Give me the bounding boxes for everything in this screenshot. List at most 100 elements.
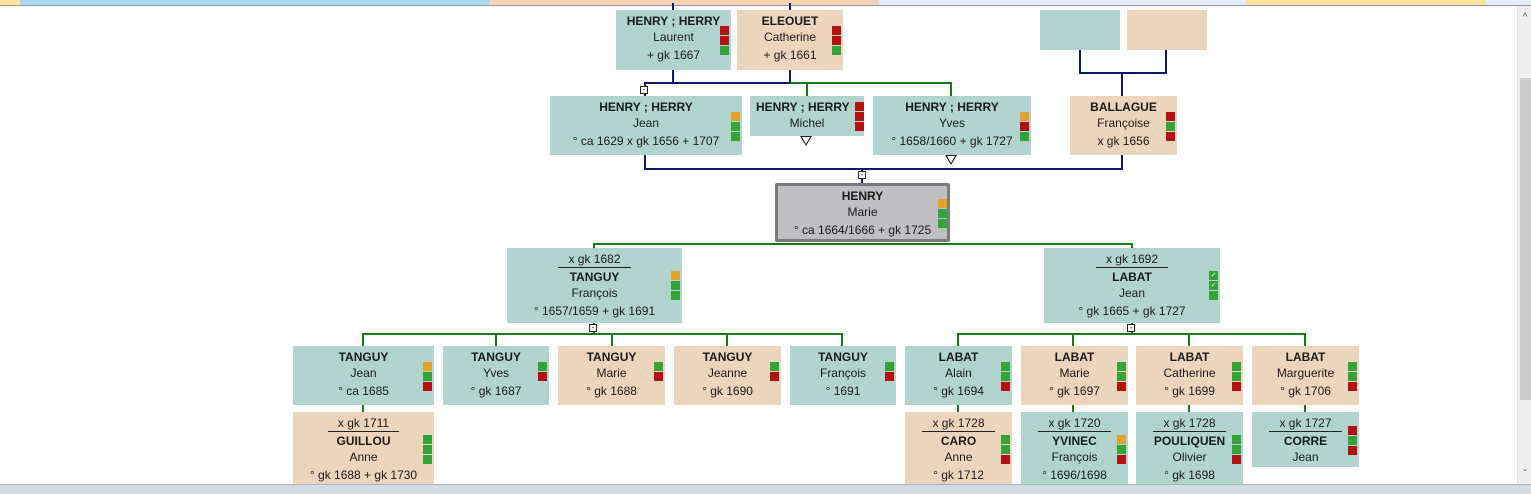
green-status-flag-icon xyxy=(1117,445,1126,454)
person-box-catherine-eleouet[interactable]: ELEOUET Catherine + gk 1661 xyxy=(737,10,843,70)
person-box-anne-guillou[interactable]: x gk 1711 GUILLOU Anne ° gk 1688 + gk 17… xyxy=(293,412,434,484)
person-box-laurent-henry[interactable]: HENRY ; HERRY Laurent + gk 1667 xyxy=(616,10,731,70)
person-box-olivier-pouliquen[interactable]: x gk 1728 POULIQUEN Olivier ° gk 1698 xyxy=(1136,412,1243,484)
given-name: Françoise xyxy=(1097,116,1150,130)
status-flags xyxy=(1020,112,1029,142)
life-dates: ° gk 1706 xyxy=(1280,384,1331,398)
person-box-francoise-ballague[interactable]: BALLAGUE Françoise x gk 1656 xyxy=(1070,96,1177,155)
life-dates: ° 1696/1698 xyxy=(1042,468,1107,482)
green-status-flag-icon xyxy=(423,435,432,444)
green-status-flag-icon xyxy=(1117,372,1126,381)
person-box-catherine-labat[interactable]: LABAT Catherine ° gk 1699 xyxy=(1136,346,1243,405)
person-box-marguerite-labat[interactable]: LABAT Marguerite ° gk 1706 xyxy=(1252,346,1359,405)
surname: TANGUY xyxy=(471,350,521,364)
scrollbar-thumb[interactable] xyxy=(1520,78,1531,400)
vertical-scrollbar[interactable]: ^ ˇ xyxy=(1517,6,1531,484)
tab-strip-6[interactable] xyxy=(1486,0,1531,5)
expand-descendants-icon[interactable] xyxy=(945,155,957,165)
collapse-toggle-icon[interactable]: - xyxy=(1127,324,1135,332)
surname: TANGUY xyxy=(338,350,389,364)
tab-strip-4[interactable] xyxy=(879,0,1246,5)
check-status-flag-icon: ✓ xyxy=(1209,271,1218,280)
person-box-michel-henry[interactable]: HENRY ; HERRY Michel xyxy=(750,96,864,136)
red-status-flag-icon xyxy=(1020,122,1029,131)
scroll-up-icon[interactable]: ^ xyxy=(1522,12,1528,23)
status-flags xyxy=(1001,362,1010,392)
given-name: François xyxy=(1051,450,1098,464)
connector-line xyxy=(1079,72,1167,74)
scroll-down-icon[interactable]: ˇ xyxy=(1523,469,1527,480)
red-status-flag-icon xyxy=(1348,426,1357,435)
given-name: Yves xyxy=(482,366,509,380)
person-box-francois-tanguy-jr[interactable]: TANGUY François ° 1691 xyxy=(790,346,896,405)
green-status-flag-icon xyxy=(938,209,947,218)
given-name: Anne xyxy=(349,450,378,464)
tab-strip-2[interactable] xyxy=(20,0,489,5)
connector-line xyxy=(593,243,595,248)
expand-descendants-icon[interactable] xyxy=(800,136,812,146)
connector-line xyxy=(1072,333,1074,346)
green-status-flag-icon xyxy=(1348,362,1357,371)
red-status-flag-icon xyxy=(1166,132,1175,141)
flag-placeholder xyxy=(538,352,547,361)
person-box-francois-tanguy[interactable]: x gk 1682 TANGUY François ° 1657/1659 + … xyxy=(507,248,682,323)
status-flags xyxy=(770,352,779,382)
tab-strip-1[interactable] xyxy=(0,0,20,5)
person-box-unknown-mother[interactable] xyxy=(1127,10,1207,50)
status-bar xyxy=(0,484,1531,494)
green-status-flag-icon xyxy=(423,372,432,381)
green-status-flag-icon xyxy=(1117,362,1126,371)
marriage-line: x gk 1682 xyxy=(507,251,682,269)
connector-line xyxy=(790,82,952,84)
tab-strip-3[interactable] xyxy=(489,0,879,5)
surname: TANGUY xyxy=(702,350,753,364)
orange-status-flag-icon xyxy=(1117,435,1126,444)
person-box-marie-labat[interactable]: LABAT Marie ° gk 1697 xyxy=(1021,346,1128,405)
green-status-flag-icon xyxy=(832,46,841,55)
given-name: Catherine xyxy=(1163,366,1216,380)
life-dates: ° gk 1688 + gk 1730 xyxy=(309,468,418,482)
connector-line xyxy=(362,333,364,346)
person-box-anne-caro[interactable]: x gk 1728 CARO Anne ° gk 1712 xyxy=(905,412,1012,484)
green-status-flag-icon xyxy=(1232,372,1241,381)
surname: CARO xyxy=(940,434,977,448)
collapse-toggle-icon[interactable]: - xyxy=(640,86,648,94)
person-box-jean-corre[interactable]: x gk 1727 CORRE Jean xyxy=(1252,412,1359,467)
green-status-flag-icon xyxy=(1232,435,1241,444)
green-status-flag-icon xyxy=(1001,372,1010,381)
life-dates: ° gk 1694 xyxy=(933,384,984,398)
red-status-flag-icon xyxy=(832,26,841,35)
orange-status-flag-icon xyxy=(938,199,947,208)
life-dates: + gk 1667 xyxy=(646,48,701,62)
person-box-alain-labat[interactable]: LABAT Alain ° gk 1694 xyxy=(905,346,1012,405)
collapse-toggle-icon[interactable]: - xyxy=(858,171,866,179)
person-box-yves-tanguy[interactable]: TANGUY Yves ° gk 1687 xyxy=(443,346,549,405)
person-box-yves-henry[interactable]: HENRY ; HERRY Yves ° 1658/1660 + gk 1727 xyxy=(873,96,1031,155)
given-name: Olivier xyxy=(1172,450,1207,464)
green-status-flag-icon xyxy=(423,445,432,454)
status-flags xyxy=(423,435,432,465)
life-dates: ° gk 1690 xyxy=(702,384,753,398)
surname: BALLAGUE xyxy=(1090,100,1157,114)
green-status-flag-icon xyxy=(1001,445,1010,454)
surname: HENRY ; HERRY xyxy=(599,100,693,114)
connector-line xyxy=(644,168,1123,170)
collapse-toggle-icon[interactable]: - xyxy=(589,324,597,332)
person-box-unknown-father[interactable] xyxy=(1040,10,1120,50)
surname: GUILLOU xyxy=(336,434,391,448)
given-name: Michel xyxy=(789,116,825,130)
person-box-marie-henry-selected[interactable]: HENRY Marie ° ca 1664/1666 + gk 1725 xyxy=(775,183,950,242)
person-box-jeanne-tanguy[interactable]: TANGUY Jeanne ° gk 1690 xyxy=(674,346,781,405)
surname: HENRY ; HERRY xyxy=(905,100,999,114)
marriage-line: x gk 1692 xyxy=(1044,251,1220,269)
green-status-flag-icon xyxy=(654,362,663,371)
tab-strip-5[interactable] xyxy=(1246,0,1486,5)
person-box-jean-tanguy[interactable]: TANGUY Jean ° ca 1685 xyxy=(293,346,434,405)
red-status-flag-icon xyxy=(1232,455,1241,464)
person-box-jean-labat[interactable]: x gk 1692 LABAT Jean ° gk 1665 + gk 1727… xyxy=(1044,248,1220,323)
person-box-jean-henry[interactable]: HENRY ; HERRY Jean ° ca 1629 x gk 1656 +… xyxy=(550,96,742,155)
person-box-marie-tanguy[interactable]: TANGUY Marie ° gk 1688 xyxy=(558,346,665,405)
surname: YVINEC xyxy=(1052,434,1097,448)
person-box-francois-yvinec[interactable]: x gk 1720 YVINEC François ° 1696/1698 xyxy=(1021,412,1128,484)
marriage-line: x gk 1720 xyxy=(1021,415,1128,433)
